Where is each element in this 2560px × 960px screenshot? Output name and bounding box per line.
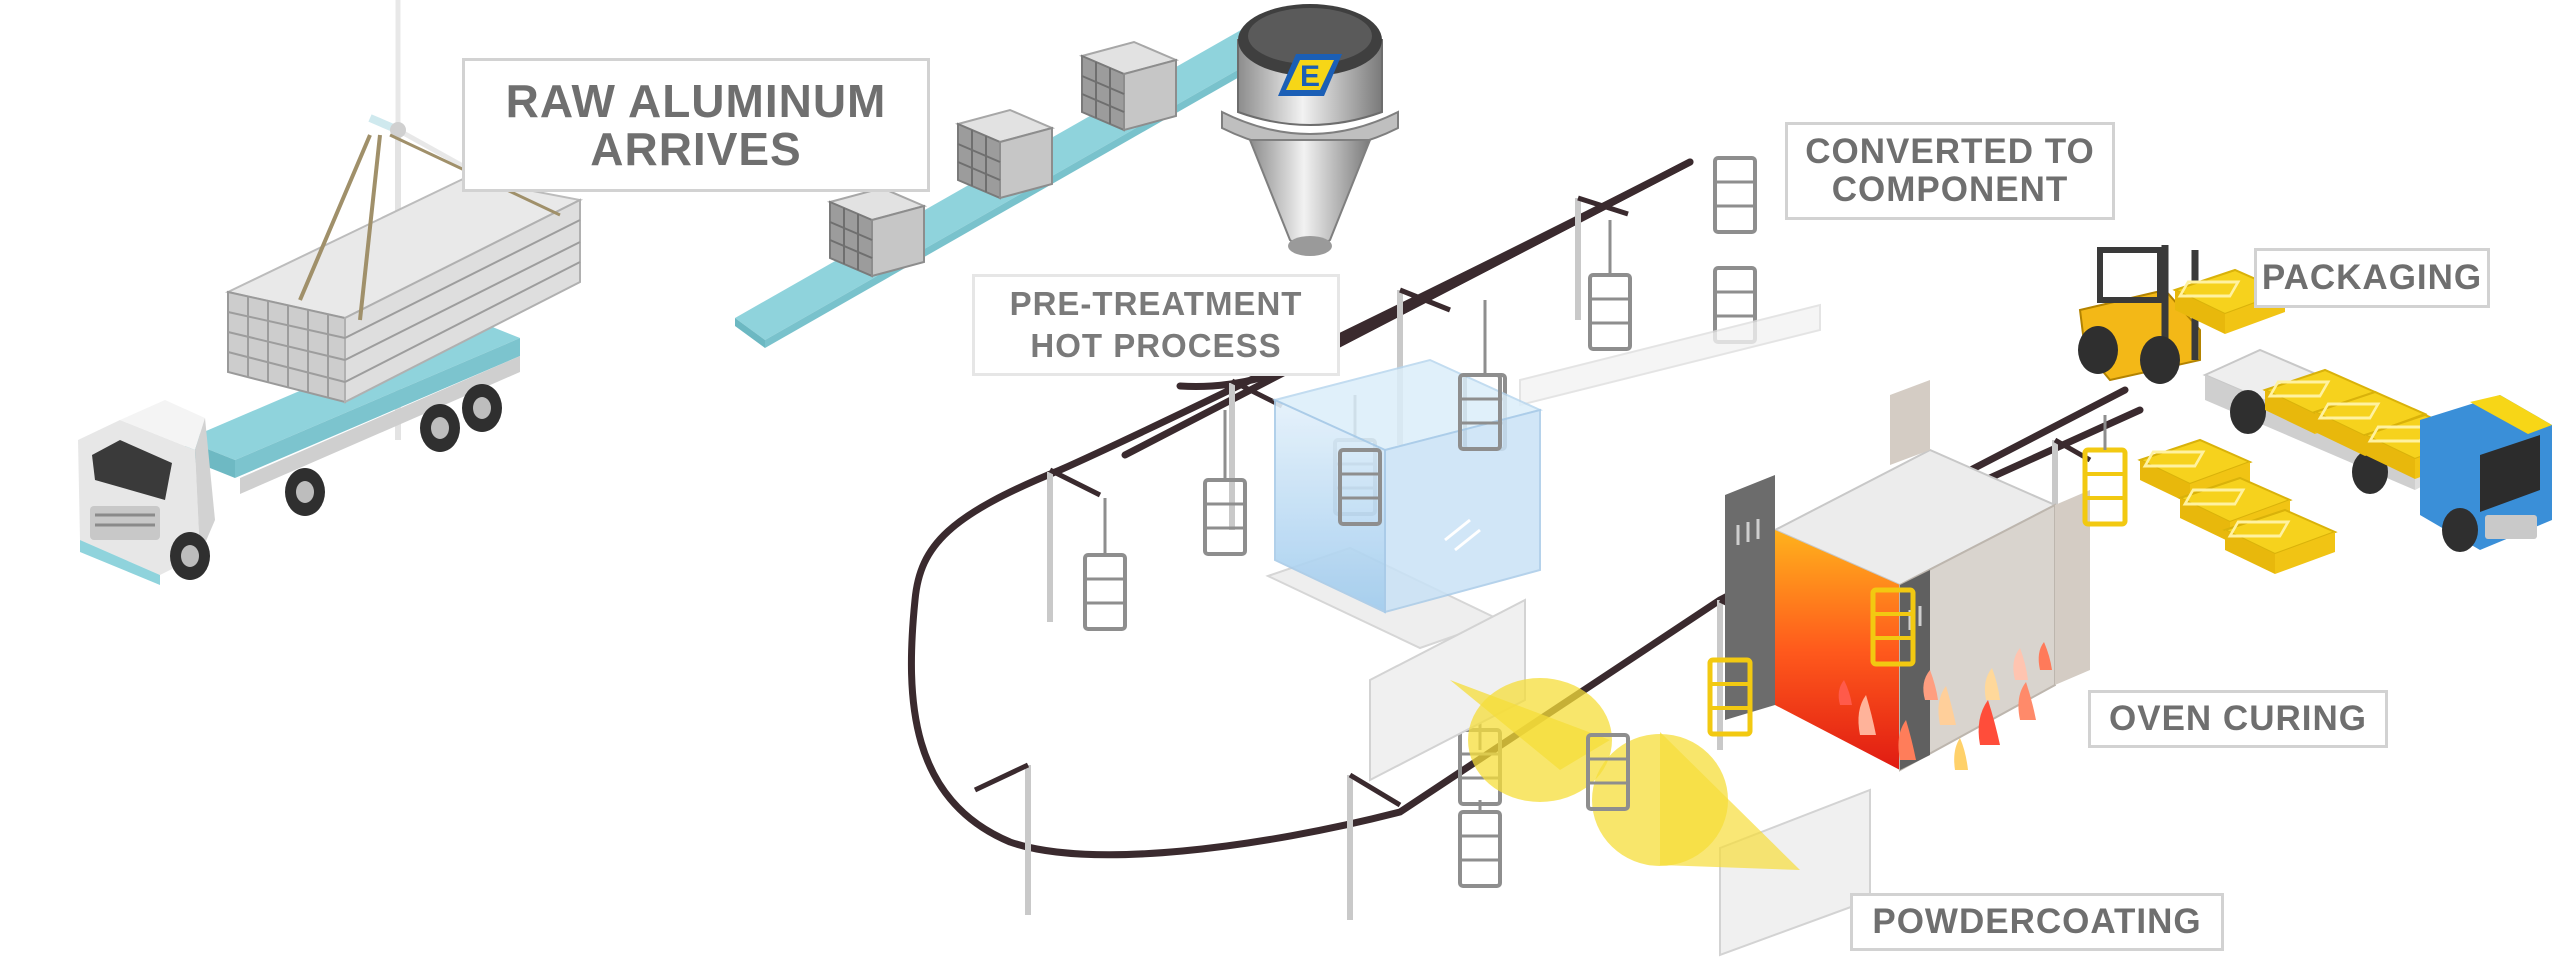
- step-label-converted: CONVERTED TO COMPONENT: [1785, 122, 2115, 220]
- step-label-pre-treatment: PRE-TREATMENT HOT PROCESS: [972, 274, 1340, 376]
- company-logo: E: [1278, 54, 1342, 96]
- finished-component-icon: [2085, 415, 2337, 576]
- shipping-truck-icon: [2202, 348, 2552, 552]
- heat-flame-icon: [1838, 642, 2052, 770]
- step-label-line: RAW ALUMINUM: [505, 75, 887, 127]
- step-label-line: CONVERTED TO: [1805, 132, 2095, 171]
- aluminum-block-icon: [826, 40, 1180, 278]
- step-label-raw-aluminum: RAW ALUMINUM ARRIVES: [462, 58, 930, 192]
- silo-hopper-icon: E: [1221, 4, 1399, 256]
- step-label-line: POWDERCOATING: [1872, 902, 2202, 941]
- step-label-line: PRE-TREATMENT: [1009, 285, 1303, 322]
- powdercoating-booth-icon: [1369, 598, 1871, 957]
- step-label-oven-curing: OVEN CURING: [2088, 690, 2388, 748]
- step-label-line: COMPONENT: [1831, 170, 2069, 209]
- step-label-line: HOT PROCESS: [1030, 327, 1282, 364]
- step-label-packaging: PACKAGING: [2254, 248, 2490, 308]
- forklift-icon: [2078, 245, 2287, 384]
- step-label-line: ARRIVES: [590, 123, 802, 175]
- step-label-line: PACKAGING: [2261, 258, 2483, 297]
- step-label-line: OVEN CURING: [2109, 699, 2367, 738]
- step-label-powdercoating: POWDERCOATING: [1850, 893, 2224, 951]
- rail-support-post: [1025, 198, 2058, 920]
- pretreatment-tank-icon: [1265, 303, 1821, 650]
- delivery-truck-icon: [78, 133, 584, 585]
- logo-letter: E: [1300, 60, 1320, 93]
